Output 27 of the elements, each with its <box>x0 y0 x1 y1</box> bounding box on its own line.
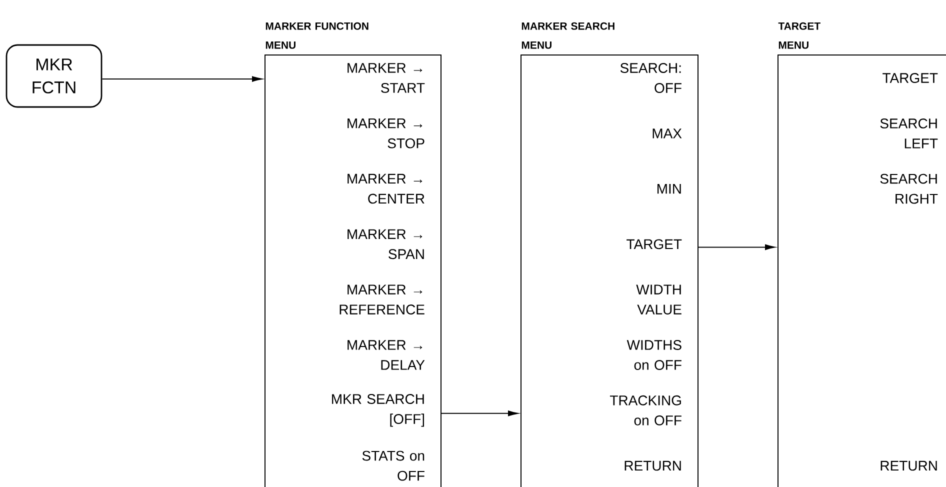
menu-heading: MARKER FUNCTION MENU <box>266 22 368 49</box>
softkey-label: SEARCH LEFT <box>880 118 938 148</box>
menu-heading: MARKER SEARCH MENU <box>522 22 614 49</box>
softkey-label: SEARCH: OFF <box>620 63 682 93</box>
softkey-label: SEARCH RIGHT <box>880 174 938 204</box>
softkey-label: MARKER → REFERENCE <box>340 284 424 314</box>
softkey-label: MKR SEARCH [OFF] <box>332 394 424 427</box>
softkey-label: TARGET <box>626 239 682 250</box>
softkey-label: MAX <box>652 128 682 138</box>
softkey-label: TRACKING on OFF <box>610 395 682 426</box>
softkey-label: WIDTHS on OFF <box>626 340 682 370</box>
arrow <box>698 244 776 250</box>
arrow <box>440 410 518 416</box>
softkey-label: MARKER → CENTER <box>348 174 424 204</box>
softkey-label: MARKER → DELAY <box>348 340 425 370</box>
softkey-label: WIDTH VALUE <box>636 284 682 314</box>
softkey-label: RETURN <box>880 460 937 471</box>
softkey-label: TARGET <box>882 73 938 83</box>
softkey-label: STATS on OFF <box>362 450 424 481</box>
softkey-label: MARKER → SPAN <box>348 229 424 260</box>
arrow <box>102 76 262 82</box>
softkey-label: MARKER → START <box>348 63 425 93</box>
softkey-label: MIN <box>657 184 681 194</box>
menu-heading: TARGET MENU <box>778 22 820 49</box>
softkey-label: RETURN <box>624 460 681 471</box>
key-box: MKR FCTN <box>6 44 102 108</box>
softkey-label: MARKER → STOP <box>348 118 424 148</box>
